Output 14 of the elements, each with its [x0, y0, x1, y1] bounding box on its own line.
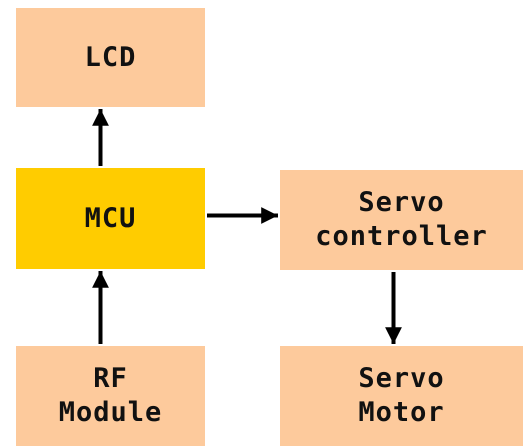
arrow	[92, 109, 109, 166]
module-block	[280, 346, 523, 446]
block-label: Servo Motor	[357, 362, 446, 430]
module-block	[16, 8, 205, 107]
arrow	[92, 271, 109, 344]
block-label: Servo controller	[314, 186, 489, 254]
mcu-block	[16, 168, 205, 269]
module-block	[16, 346, 205, 446]
arrow	[385, 272, 402, 344]
block-label: RF Module	[58, 362, 164, 430]
module-block	[280, 170, 523, 270]
block-label: MCU	[84, 202, 136, 236]
block-label: LCD	[84, 40, 136, 74]
arrow	[207, 207, 278, 224]
